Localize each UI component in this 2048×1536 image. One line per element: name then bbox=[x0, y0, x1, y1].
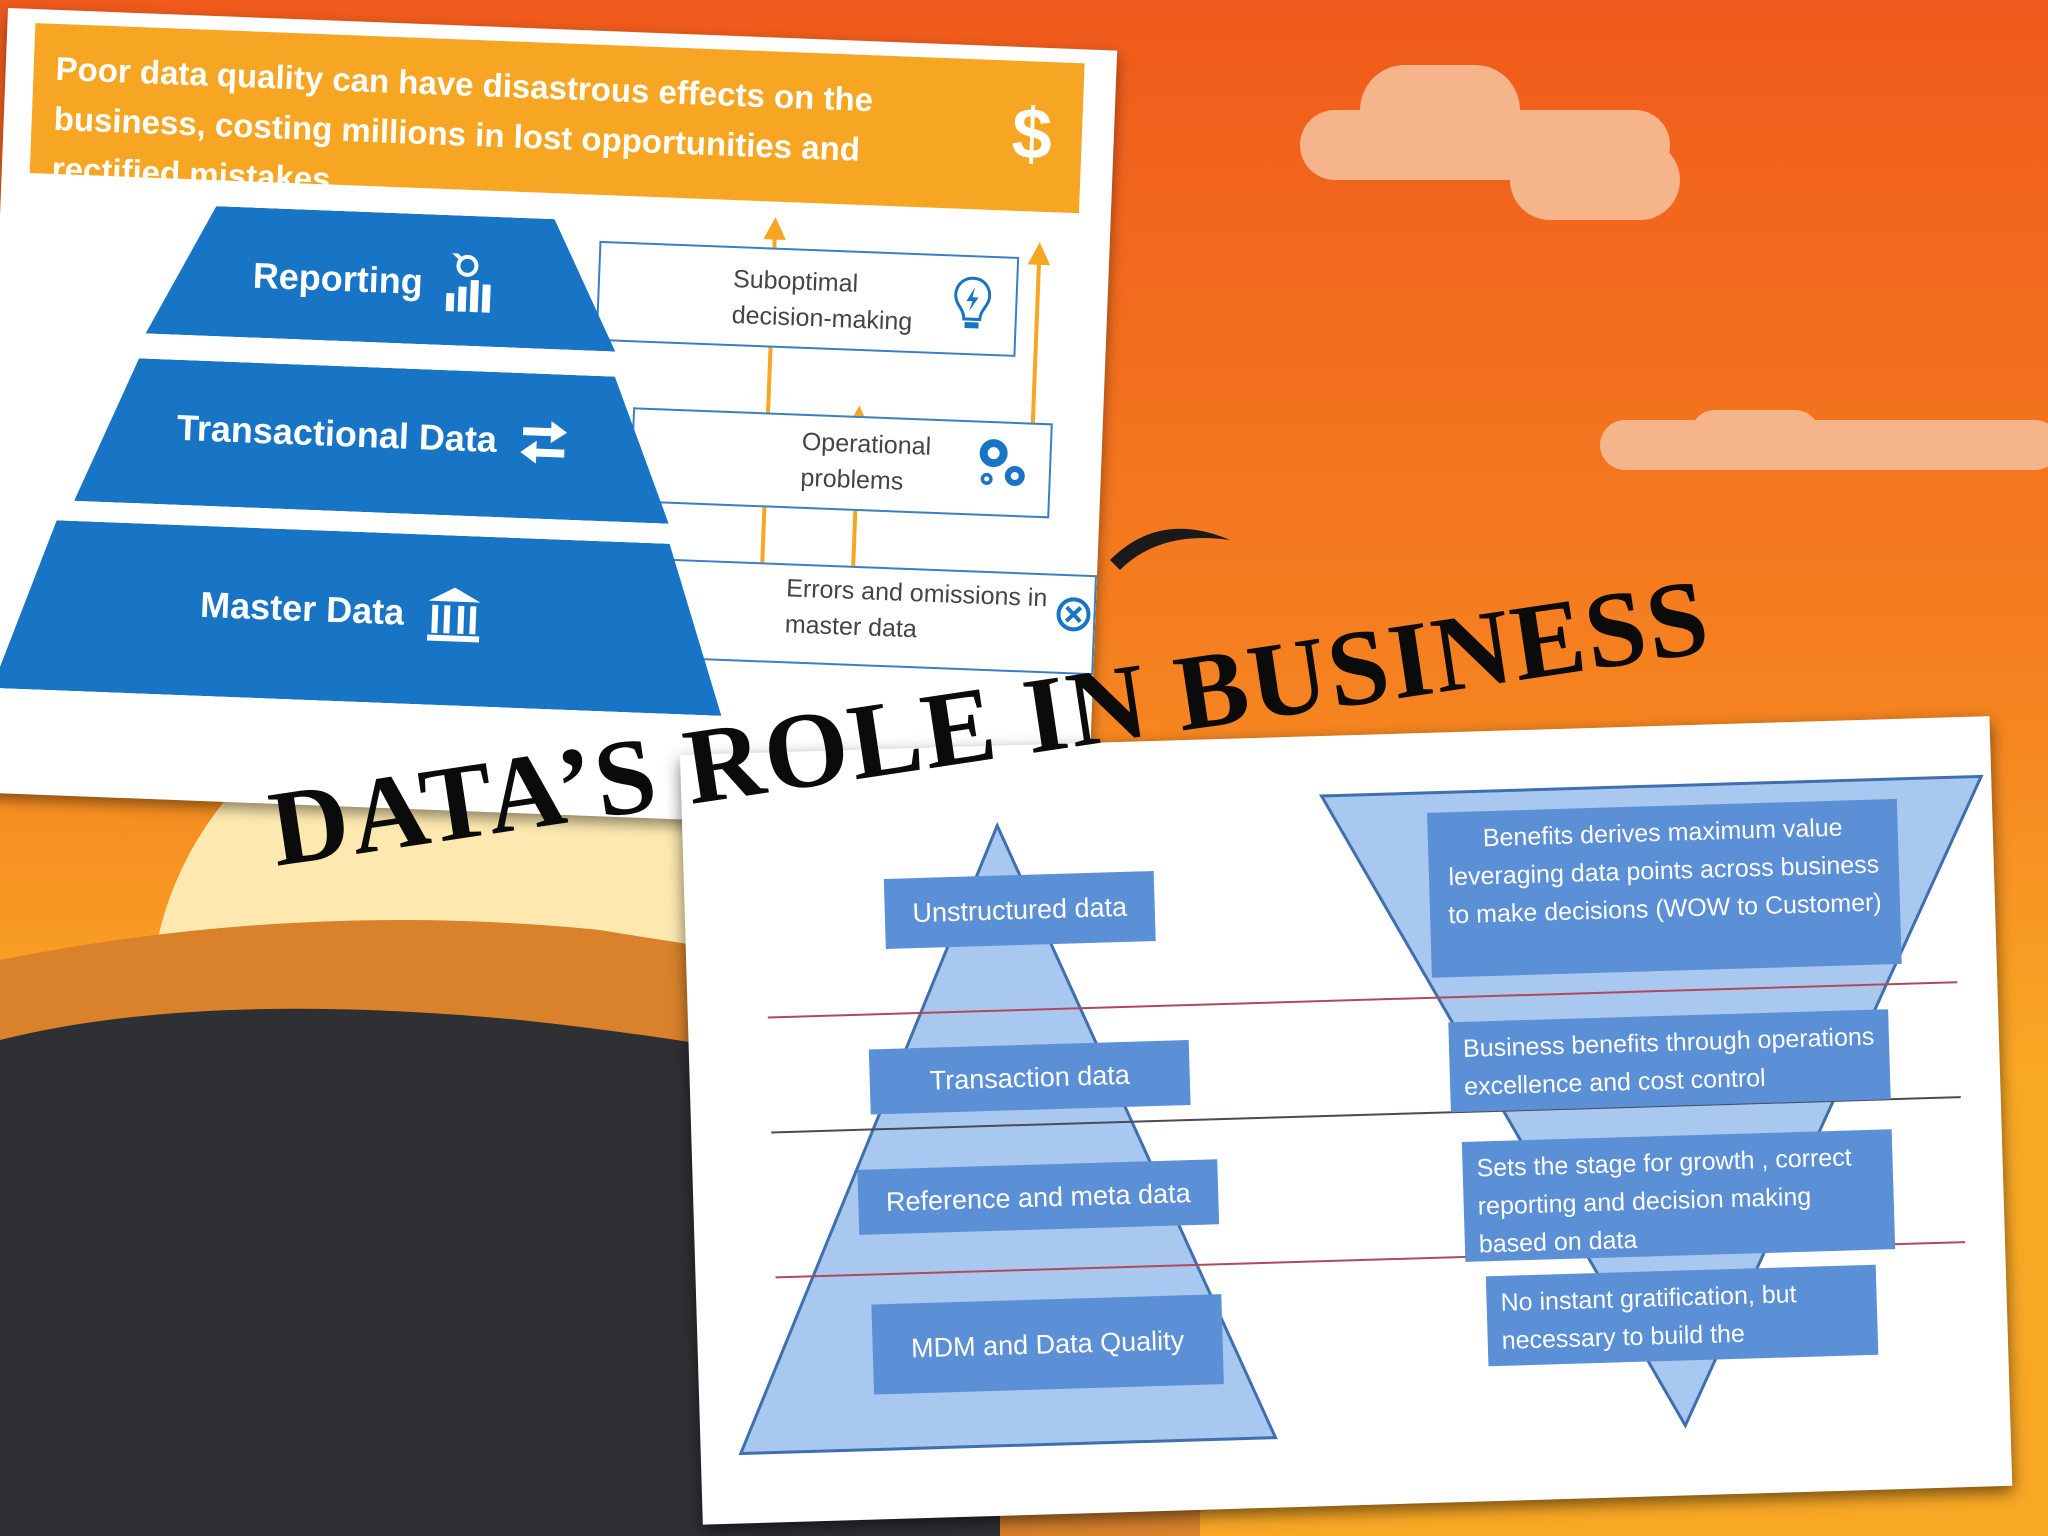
data-value-slide: Unstructured data Transaction data Refer… bbox=[680, 716, 2013, 1525]
gears-icon bbox=[979, 439, 1025, 486]
benefit-growth: Sets the stage for growth , correct repo… bbox=[1461, 1129, 1896, 1262]
effect-transactional-text: Operational problems bbox=[800, 427, 932, 496]
tier-transactional-label: Transactional Data bbox=[176, 405, 570, 466]
exchange-arrows-icon bbox=[520, 421, 568, 464]
effect-reporting-text: Suboptimal decision-making bbox=[731, 265, 913, 336]
bank-building-icon bbox=[427, 587, 481, 643]
close-circle-icon bbox=[1056, 597, 1091, 632]
analytics-chart-icon bbox=[445, 252, 491, 313]
pyramid-level-mdm: MDM and Data Quality bbox=[871, 1294, 1224, 1395]
bird-shape bbox=[1110, 528, 1230, 570]
tier-reporting-label: Reporting bbox=[252, 246, 498, 315]
pyramid-level-unstructured: Unstructured data bbox=[883, 870, 1156, 949]
pyramid-level-transaction: Transaction data bbox=[868, 1040, 1191, 1115]
cloud-shape bbox=[1300, 65, 2048, 470]
level-divider bbox=[767, 981, 1958, 1019]
benefit-foundation: No instant gratification, but necessary … bbox=[1485, 1264, 1879, 1393]
pyramid-level-reference: Reference and meta data bbox=[857, 1159, 1220, 1235]
benefit-top: Benefits derives maximum value leveragin… bbox=[1427, 798, 1902, 978]
tier-master-label: Master Data bbox=[199, 576, 483, 645]
data-quality-slide: Poor data quality can have disastrous ef… bbox=[0, 8, 1118, 836]
benefit-operations: Business benefits through operations exc… bbox=[1448, 1009, 1891, 1113]
lightbulb-icon bbox=[954, 276, 992, 329]
effect-master-text: Errors and omissions in master data bbox=[784, 574, 1048, 644]
